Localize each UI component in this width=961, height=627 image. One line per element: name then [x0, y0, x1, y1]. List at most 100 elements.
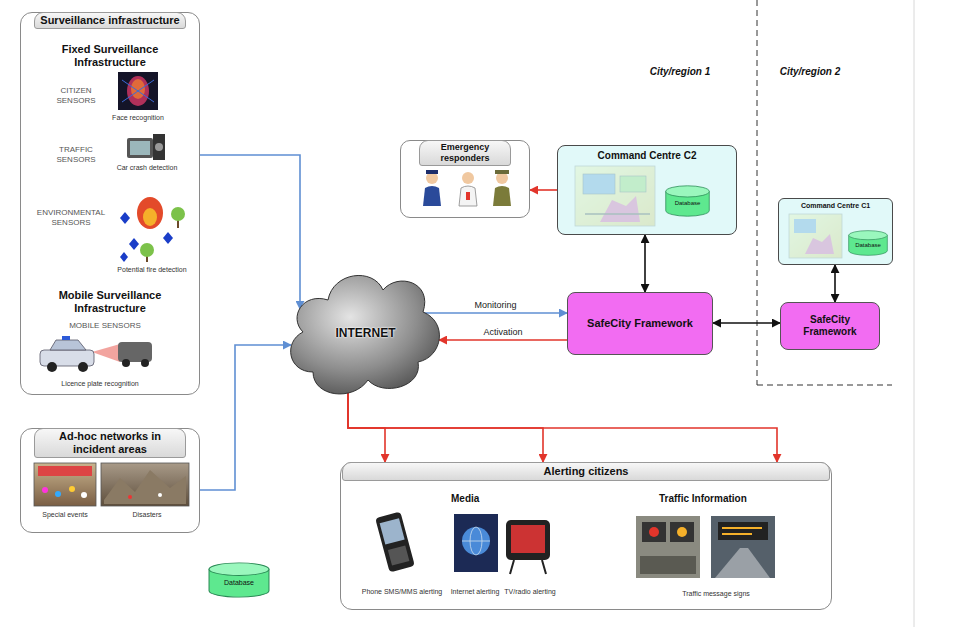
licence-plate-cars-icon-part	[92, 344, 120, 362]
disasters-photo-part	[128, 495, 132, 499]
special-events-photo-part	[69, 486, 75, 492]
fire-detection-icon-part	[171, 207, 185, 221]
tv-icon	[506, 520, 550, 574]
region-divider-part	[757, 0, 758, 385]
traffic-sign-photo-part	[640, 556, 696, 574]
region-label: City/region 1	[638, 66, 722, 78]
node-heading: Fixed Surveillance Infrastructure	[30, 43, 190, 69]
node-title: Command Centre C2	[598, 150, 697, 162]
special-events-photo-part	[38, 466, 92, 476]
connector-arrow	[439, 339, 567, 341]
node-title: SafeCity Framework	[785, 314, 875, 338]
tv-icon-part	[506, 520, 550, 560]
traffic-sign-photo-part	[642, 522, 666, 542]
connector-arrow	[348, 392, 777, 462]
framework-box: SafeCity Framework	[780, 302, 880, 350]
caption-label: CITIZEN SENSORS	[45, 86, 107, 105]
phone-icon-part	[388, 545, 410, 565]
caption-label: Potential fire detection	[110, 266, 194, 274]
responder-figures	[423, 170, 511, 206]
edge-label: Monitoring	[472, 300, 518, 311]
licence-plate-cars-icon-part	[118, 342, 152, 362]
connector-arrow	[348, 392, 385, 462]
connector-arrow	[834, 265, 836, 302]
caption-label: Face recognition	[108, 114, 168, 122]
traffic-sign-photo-part	[722, 528, 762, 534]
tv-icon-part	[511, 525, 545, 553]
face-recognition-icon-part	[118, 72, 158, 110]
node-title: Ad-hoc networks in incident areas	[34, 428, 186, 458]
internet-cloud: INTERNET	[283, 262, 448, 404]
responder-figures-part	[493, 186, 511, 206]
connector-arrow	[348, 392, 543, 462]
infrastructure-panel: Surveillance infrastructureFixed Surveil…	[20, 12, 200, 395]
responder-figures-part	[466, 192, 470, 200]
edge-label: Activation	[481, 327, 524, 338]
special-events-photo	[34, 463, 96, 506]
car-crash-camera-icon	[127, 134, 165, 160]
licence-plate-cars-icon-part	[50, 340, 86, 350]
tv-icon-part	[510, 560, 546, 574]
command-centre: Command Centre C2 Database	[557, 145, 737, 235]
node-title: INTERNET	[336, 326, 396, 340]
traffic-sign-photo	[711, 516, 775, 578]
licence-plate-cars-icon-part	[141, 359, 149, 367]
phone-icon-part	[375, 512, 415, 573]
car-crash-camera-icon-part	[130, 141, 150, 155]
traffic-sign-photo-part	[718, 522, 768, 540]
page-edge	[914, 0, 915, 627]
responder-figures-part	[459, 186, 477, 206]
caption-label: Traffic message signs	[646, 590, 786, 598]
internet-icon-part	[462, 541, 490, 542]
phone-icon	[375, 512, 415, 573]
connector-arrow	[713, 322, 780, 324]
responder-figures-part	[423, 186, 441, 206]
node-title: Database	[855, 242, 881, 249]
caption-label: TRAFFIC SENSORS	[45, 145, 107, 164]
command-centre: Command Centre C1 Database	[778, 198, 893, 265]
connector-arrow	[644, 235, 646, 292]
face-recognition-icon-part	[122, 80, 154, 102]
node-title: Database	[224, 579, 254, 587]
node-heading: Media	[451, 493, 479, 505]
fire-detection-icon	[120, 197, 185, 262]
licence-plate-cars-icon-part	[78, 362, 88, 372]
connector-arrow	[200, 155, 300, 309]
fire-detection-icon-part	[120, 252, 128, 262]
node-heading: Mobile Surveillance Infrastructure	[30, 289, 190, 315]
region-label: City/region 2	[768, 66, 852, 78]
fire-detection-icon-part	[143, 208, 157, 226]
disasters-photo-part	[101, 463, 189, 506]
cylinder-top	[849, 231, 888, 240]
responder-figures-part	[462, 172, 474, 184]
caption-label: Special events	[30, 511, 100, 519]
cylinder-top	[666, 186, 710, 197]
caption-label: ENVIRONMENTAL SENSORS	[30, 208, 112, 227]
licence-plate-cars-icon-part	[122, 359, 130, 367]
database-cylinder: Database	[665, 185, 710, 217]
caption-label: Licence plate recognition	[45, 380, 155, 388]
caption-label: Phone SMS/MMS alerting	[360, 588, 444, 596]
region-divider	[757, 0, 892, 385]
node-title: Surveillance infrastructure	[34, 12, 186, 29]
traffic-sign-photo	[636, 516, 700, 578]
face-recognition-icon-part	[131, 79, 145, 99]
internet-icon	[454, 514, 498, 572]
alerting-panel: Alerting citizensMediaTraffic Informatio…	[340, 462, 832, 610]
node-title: Command Centre C1	[801, 202, 870, 210]
database-cylinder: Database	[848, 230, 888, 256]
fire-detection-icon-part	[120, 212, 130, 224]
disasters-photo-part	[158, 493, 162, 497]
database-cylinder: Database	[208, 562, 270, 598]
responder-figures-part	[495, 170, 509, 174]
phone-icon-part	[380, 518, 405, 544]
traffic-sign-photo-part	[649, 527, 659, 537]
cylinder-top	[209, 563, 269, 576]
traffic-sign-photo-part	[677, 527, 687, 537]
caption-label: MOBILE SENSORS	[50, 321, 160, 331]
fire-detection-icon-part	[140, 243, 154, 257]
car-crash-camera-icon-part	[153, 134, 165, 160]
licence-plate-cars-icon-part	[62, 336, 70, 340]
internet-icon-part	[454, 514, 498, 572]
